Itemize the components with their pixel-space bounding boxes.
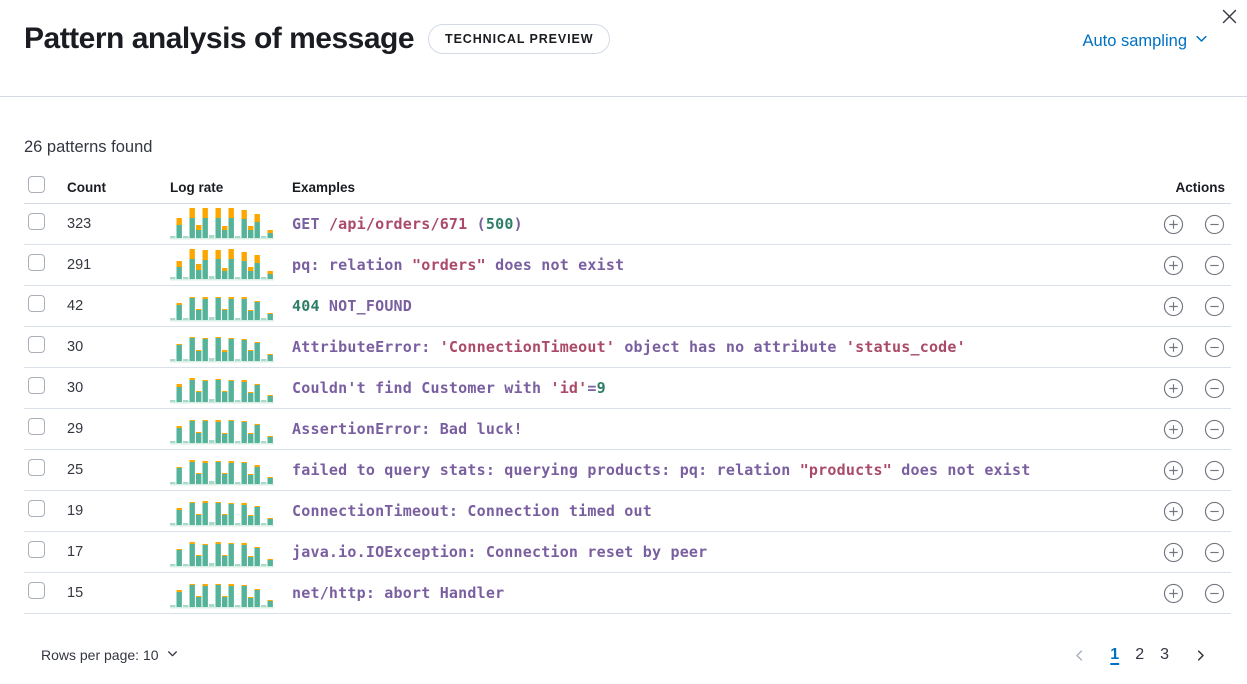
chevron-down-icon <box>166 647 179 663</box>
filter-in-button[interactable] <box>1163 378 1184 399</box>
filter-out-button[interactable] <box>1204 583 1225 604</box>
filter-in-button[interactable] <box>1163 214 1184 235</box>
count-value: 17 <box>67 544 84 560</box>
log-rate-chart <box>170 542 274 568</box>
example-text: net/http: abort Handler <box>292 584 505 602</box>
column-header-examples: Examples <box>292 179 356 195</box>
table-row: 29 AssertionError: Bad luck! <box>24 409 1231 450</box>
page-title: Pattern analysis of message <box>24 22 415 55</box>
count-value: 291 <box>67 257 92 273</box>
row-checkbox[interactable] <box>28 459 45 476</box>
log-rate-chart <box>170 420 274 445</box>
filter-out-button[interactable] <box>1204 419 1225 440</box>
count-value: 29 <box>67 421 84 437</box>
close-icon[interactable] <box>1216 3 1242 29</box>
log-rate-chart <box>170 378 274 404</box>
filter-in-button[interactable] <box>1163 255 1184 276</box>
count-value: 42 <box>67 298 84 314</box>
filter-in-button[interactable] <box>1163 460 1184 481</box>
example-text: Couldn't find Customer with 'id'=9 <box>292 379 606 397</box>
row-checkbox[interactable] <box>28 254 45 271</box>
log-rate-chart <box>170 584 274 609</box>
row-checkbox[interactable] <box>28 295 45 312</box>
filter-in-button[interactable] <box>1163 583 1184 604</box>
previous-page-icon[interactable] <box>1066 642 1092 668</box>
table-row: 291 pq: relation "orders" does not exist <box>24 245 1231 286</box>
example-text: AssertionError: Bad luck! <box>292 420 523 438</box>
row-checkbox[interactable] <box>28 582 45 599</box>
flyout-body: 26 patterns found Count Log rate Example… <box>0 138 1247 675</box>
table-row: 30 Couldn't find Customer with 'id'=9 <box>24 368 1231 409</box>
filter-in-button[interactable] <box>1163 419 1184 440</box>
log-rate-chart <box>170 297 274 322</box>
example-text: AttributeError: 'ConnectionTimeout' obje… <box>292 338 966 356</box>
count-value: 30 <box>67 339 84 355</box>
filter-in-button[interactable] <box>1163 296 1184 317</box>
row-checkbox[interactable] <box>28 541 45 558</box>
log-rate-chart <box>170 208 274 240</box>
filter-out-button[interactable] <box>1204 255 1225 276</box>
row-checkbox[interactable] <box>28 336 45 353</box>
table-row: 15 net/http: abort Handler <box>24 573 1231 614</box>
chevron-down-icon <box>1194 31 1209 51</box>
table-header-row: Count Log rate Examples Actions <box>24 171 1231 204</box>
filter-out-button[interactable] <box>1204 542 1225 563</box>
filter-in-button[interactable] <box>1163 542 1184 563</box>
table-row: 25 failed to query stats: querying produc… <box>24 450 1231 491</box>
row-checkbox[interactable] <box>28 500 45 517</box>
log-rate-chart <box>170 337 274 363</box>
table-row: 30 AttributeError: 'ConnectionTimeout' ob… <box>24 327 1231 368</box>
filter-out-button[interactable] <box>1204 378 1225 399</box>
column-header-count: Count <box>67 179 106 195</box>
select-all-checkbox[interactable] <box>28 176 45 193</box>
rows-per-page-label: Rows per page: 10 <box>41 647 159 663</box>
filter-out-button[interactable] <box>1204 501 1225 522</box>
example-text: java.io.IOException: Connection reset by… <box>292 543 708 561</box>
sampling-dropdown-label: Auto sampling <box>1082 31 1187 50</box>
filter-out-button[interactable] <box>1204 460 1225 481</box>
log-rate-chart <box>170 460 274 486</box>
column-header-log-rate: Log rate <box>170 179 224 195</box>
count-value: 323 <box>67 216 92 232</box>
count-value: 19 <box>67 503 84 519</box>
table-row: 323 GET /api/orders/671 (500) <box>24 204 1231 245</box>
patterns-table: Count Log rate Examples Actions 323 GET /… <box>24 171 1231 614</box>
filter-out-button[interactable] <box>1204 296 1225 317</box>
table-row: 42 404 NOT_FOUND <box>24 286 1231 327</box>
table-row: 19 ConnectionTimeout: Connection timed ou… <box>24 491 1231 532</box>
column-header-actions: Actions <box>1175 179 1225 195</box>
filter-in-button[interactable] <box>1163 501 1184 522</box>
count-value: 30 <box>67 380 84 396</box>
example-text: GET /api/orders/671 (500) <box>292 215 523 233</box>
sampling-dropdown[interactable]: Auto sampling <box>1082 31 1209 51</box>
example-text: 404 NOT_FOUND <box>292 297 413 315</box>
next-page-icon[interactable] <box>1187 642 1213 668</box>
technical-preview-badge: TECHNICAL PREVIEW <box>428 24 611 54</box>
filter-out-button[interactable] <box>1204 214 1225 235</box>
page-number-1[interactable]: 1 <box>1110 646 1120 663</box>
example-text: ConnectionTimeout: Connection timed out <box>292 502 652 520</box>
page-number-3[interactable]: 3 <box>1160 646 1169 663</box>
table-body: 323 GET /api/orders/671 (500) 291 pq: relat… <box>24 204 1231 614</box>
filter-in-button[interactable] <box>1163 337 1184 358</box>
flyout-header: Pattern analysis of message TECHNICAL PR… <box>0 0 1247 97</box>
row-checkbox[interactable] <box>28 213 45 230</box>
patterns-found-count: 26 patterns found <box>24 138 153 156</box>
filter-out-button[interactable] <box>1204 337 1225 358</box>
log-rate-chart <box>170 501 274 527</box>
count-value: 25 <box>67 462 84 478</box>
table-row: 17 java.io.IOException: Connection reset … <box>24 532 1231 573</box>
row-checkbox[interactable] <box>28 418 45 435</box>
log-rate-chart <box>170 249 274 281</box>
page-number-2[interactable]: 2 <box>1135 646 1145 663</box>
count-value: 15 <box>67 585 84 601</box>
row-checkbox[interactable] <box>28 377 45 394</box>
example-text: failed to query stats: querying products… <box>292 461 1031 479</box>
example-text: pq: relation "orders" does not exist <box>292 256 625 274</box>
rows-per-page-selector[interactable]: Rows per page: 10 <box>33 639 187 671</box>
